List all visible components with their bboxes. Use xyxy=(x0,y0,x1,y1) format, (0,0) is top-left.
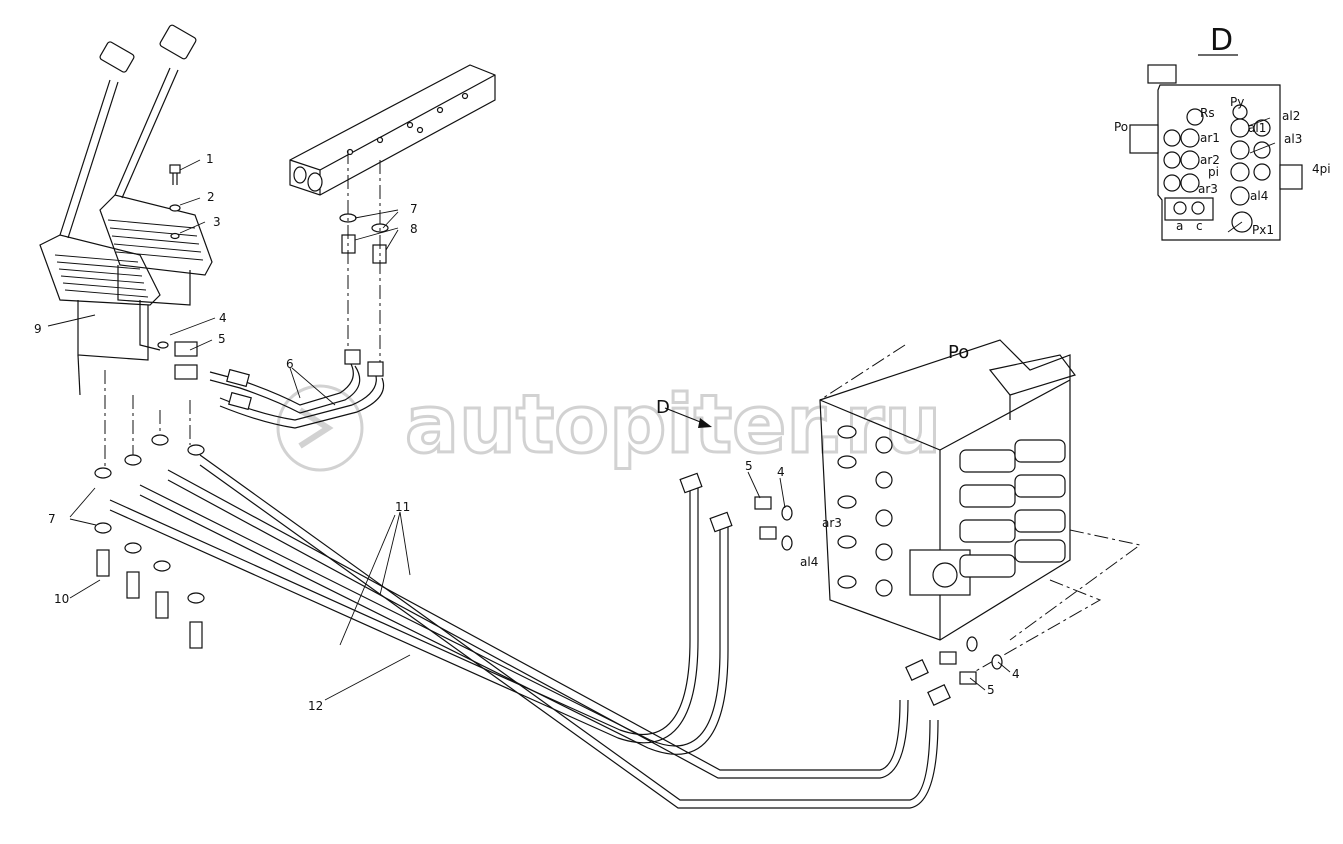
label-po-main: Po xyxy=(948,342,969,363)
label-d-arrow: D xyxy=(656,397,670,418)
view-arrow-d xyxy=(664,407,712,428)
label-3: 3 xyxy=(213,215,221,229)
port-ar2: ar2 xyxy=(1200,153,1220,167)
label-4b: 4 xyxy=(777,465,785,479)
watermark: autopiter.ru xyxy=(276,377,943,473)
label-6: 6 xyxy=(286,357,294,371)
port-po: Po xyxy=(1114,120,1128,134)
label-5: 5 xyxy=(218,332,226,346)
label-9: 9 xyxy=(34,322,42,336)
fittings-ar3-al4 xyxy=(679,472,793,551)
label-5c: 5 xyxy=(987,683,995,697)
label-8: 8 xyxy=(410,222,418,236)
port-px1: Px1 xyxy=(1252,223,1274,237)
fittings-4-5-right xyxy=(905,636,1003,706)
fittings-7-8 xyxy=(339,150,389,362)
fittings-4-5-pedal xyxy=(157,341,198,380)
label-12: 12 xyxy=(308,699,323,713)
label-10: 10 xyxy=(54,592,69,606)
pilot-valve-block xyxy=(289,64,496,196)
port-py: Py xyxy=(1230,95,1244,109)
foot-pedal-right xyxy=(99,24,213,351)
port-c: c xyxy=(1196,219,1203,233)
watermark-text: autopiter.ru xyxy=(405,378,941,471)
label-2: 2 xyxy=(207,190,215,204)
foot-pedal-left xyxy=(39,41,161,396)
detail-view-d: D Po Rs Py ar1 al1 al2 al3 ar2 p xyxy=(1114,23,1331,241)
banjo-bolts-left xyxy=(94,370,205,649)
label-1: 1 xyxy=(206,152,214,166)
label-ar3: ar3 xyxy=(822,516,842,530)
port-a: a xyxy=(1176,219,1183,233)
port-rs: Rs xyxy=(1200,106,1215,120)
label-7b: 7 xyxy=(48,512,56,526)
port-al3: al3 xyxy=(1284,132,1302,146)
hose-assembly-6 xyxy=(209,349,385,429)
port-ar1: ar1 xyxy=(1200,131,1220,145)
port-al4: al4 xyxy=(1250,189,1268,203)
leader-lines xyxy=(47,159,1011,701)
label-7: 7 xyxy=(410,202,418,216)
port-4pi: 4pi xyxy=(1312,162,1331,176)
main-control-valve xyxy=(819,339,1142,681)
detail-d-title: D xyxy=(1210,23,1233,58)
long-hoses-11-12 xyxy=(109,454,939,809)
label-5b: 5 xyxy=(745,459,753,473)
port-ar3: ar3 xyxy=(1198,182,1218,196)
label-al4: al4 xyxy=(800,555,818,569)
port-al2: al2 xyxy=(1282,109,1300,123)
label-11: 11 xyxy=(395,500,410,514)
port-al1: al1 xyxy=(1248,121,1266,135)
port-pi: pi xyxy=(1208,165,1219,179)
label-4: 4 xyxy=(219,311,227,325)
label-4c: 4 xyxy=(1012,667,1020,681)
bolt-part-1 xyxy=(169,164,181,240)
